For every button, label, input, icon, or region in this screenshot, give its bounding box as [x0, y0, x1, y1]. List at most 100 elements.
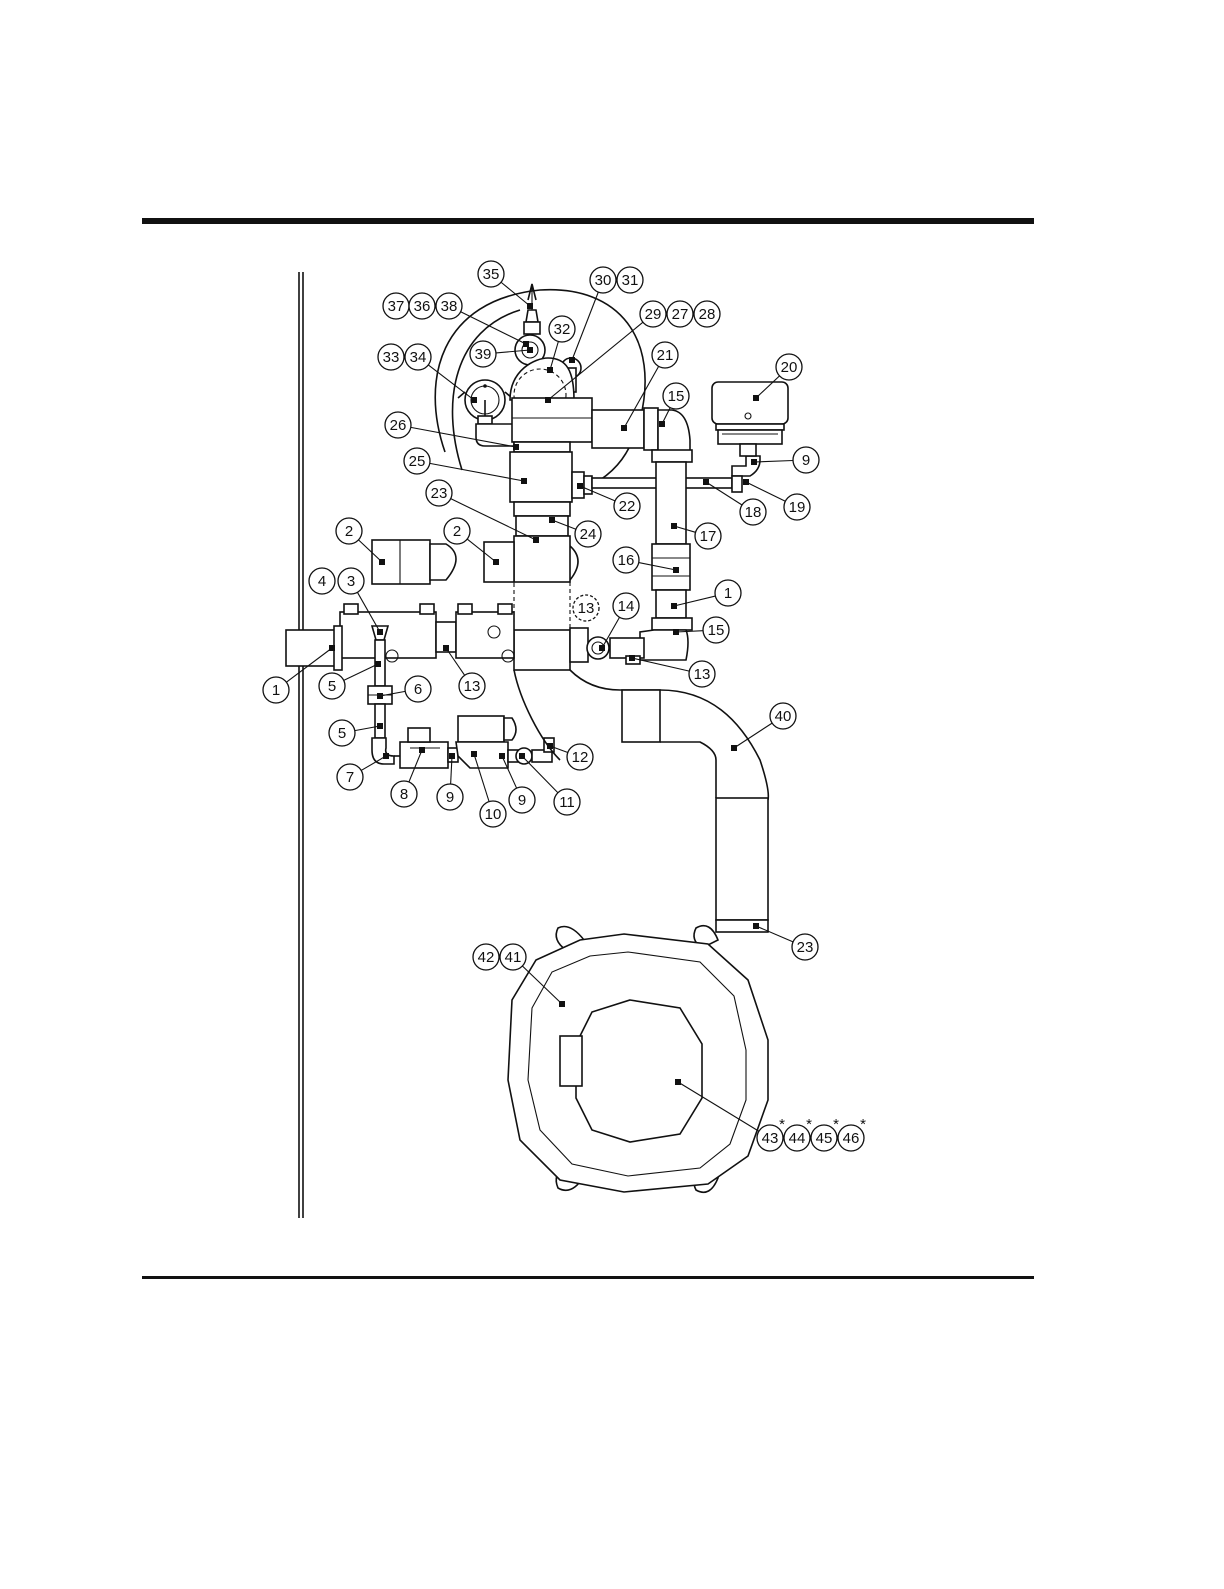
callout-c9c: 9 — [509, 787, 535, 813]
callout-label-c3: 3 — [347, 573, 355, 590]
asterisk-c43: * — [779, 1116, 785, 1133]
callout-c28: 28 — [694, 301, 720, 327]
leader-dot-c17 — [671, 523, 677, 529]
callout-c22: 22 — [614, 493, 640, 519]
callout-c23a: 23 — [426, 480, 452, 506]
leader-dot-c19 — [743, 479, 749, 485]
callout-label-c15a: 15 — [668, 388, 685, 405]
leader-dot-c10 — [471, 751, 477, 757]
callout-c3: 3 — [338, 568, 364, 594]
callout-c29: 29 — [640, 301, 666, 327]
callout-c40: 40 — [770, 703, 796, 729]
callout-c38: 38 — [436, 293, 462, 319]
leader-dot-c24 — [549, 517, 555, 523]
callout-label-c10: 10 — [485, 806, 502, 823]
leader-dot-c9b — [449, 753, 455, 759]
callout-label-c5a: 5 — [328, 678, 336, 695]
callout-label-c6: 6 — [414, 681, 422, 698]
leader-dot-c2a — [379, 559, 385, 565]
leader-dot-c39 — [527, 347, 533, 353]
callout-c45: 45* — [811, 1116, 839, 1151]
callout-label-c44: 44 — [789, 1130, 806, 1147]
callout-c1b: 1 — [715, 580, 741, 606]
bottom-rule — [142, 1276, 1034, 1279]
top-rule — [142, 218, 1034, 224]
asterisk-c46: * — [860, 1116, 866, 1133]
callout-label-c17: 17 — [700, 528, 717, 545]
callout-c24: 24 — [575, 521, 601, 547]
callout-label-c25: 25 — [409, 453, 426, 470]
asterisk-c45: * — [833, 1116, 839, 1133]
leader-dot-c41 — [559, 1001, 565, 1007]
callout-label-c23b: 23 — [797, 939, 814, 956]
callout-label-c13c: 13 — [694, 666, 711, 683]
callout-c19: 19 — [784, 494, 810, 520]
callout-label-c19: 19 — [789, 499, 806, 516]
leader-dot-c1b — [671, 603, 677, 609]
callout-c2b: 2 — [444, 518, 470, 544]
leader-dot-c30 — [569, 357, 575, 363]
callout-label-c27: 27 — [672, 306, 689, 323]
callout-c8: 8 — [391, 781, 417, 807]
leader-dot-c11 — [519, 753, 525, 759]
callout-label-c9c: 9 — [518, 792, 526, 809]
callout-label-c5b: 5 — [338, 725, 346, 742]
callout-label-c2a: 2 — [345, 523, 353, 540]
callout-c2a: 2 — [336, 518, 362, 544]
leader-dot-c43 — [675, 1079, 681, 1085]
callout-c31: 31 — [617, 267, 643, 293]
callout-label-c28: 28 — [699, 306, 716, 323]
drawing-geometry — [286, 284, 788, 1192]
callout-c39: 39 — [470, 341, 496, 367]
callout-label-c42: 42 — [478, 949, 495, 966]
callout-c6: 6 — [405, 676, 431, 702]
leader-dot-c18 — [703, 479, 709, 485]
leader-dot-c29 — [545, 397, 551, 403]
leader-dot-c2b — [493, 559, 499, 565]
callout-c13c: 13 — [689, 661, 715, 687]
leader-dot-c1a — [329, 645, 335, 651]
leader-dot-c20 — [753, 395, 759, 401]
callout-label-c11: 11 — [559, 794, 575, 811]
callout-c15a: 15 — [663, 383, 689, 409]
callout-label-c8: 8 — [400, 786, 408, 803]
callout-label-c22: 22 — [619, 498, 636, 515]
leader-dot-c6 — [377, 693, 383, 699]
leader-dot-c15b — [673, 629, 679, 635]
callout-label-c26: 26 — [390, 417, 407, 434]
callout-c36: 36 — [409, 293, 435, 319]
callout-label-c29: 29 — [645, 306, 662, 323]
leader-line-c19 — [746, 482, 785, 501]
callout-label-c14: 14 — [618, 598, 635, 615]
callout-c34: 34 — [405, 344, 431, 370]
callout-c21: 21 — [652, 342, 678, 368]
callout-label-c9b: 9 — [446, 789, 454, 806]
callout-c14: 14 — [613, 593, 639, 619]
callout-c23b: 23 — [792, 934, 818, 960]
callout-label-c39: 39 — [475, 346, 492, 363]
leader-dot-c9a — [751, 459, 757, 465]
leader-dot-c23b — [753, 923, 759, 929]
callout-c10: 10 — [480, 801, 506, 827]
leader-dot-c15a — [659, 421, 665, 427]
callout-c15b: 15 — [703, 617, 729, 643]
callout-c30: 30 — [590, 267, 616, 293]
callout-c9a: 9 — [793, 447, 819, 473]
callout-c13a: 13 — [573, 595, 599, 621]
leader-dot-c32 — [547, 367, 553, 373]
callout-c18: 18 — [740, 499, 766, 525]
callout-c11: 11 — [554, 789, 580, 815]
callout-label-c16: 16 — [618, 552, 635, 569]
callout-label-c18: 18 — [745, 504, 762, 521]
callout-label-c4: 4 — [318, 573, 326, 590]
leader-dot-c12 — [547, 743, 553, 749]
leader-line-c38 — [461, 312, 526, 344]
leader-dot-c9c — [499, 753, 505, 759]
leader-dot-c7 — [383, 753, 389, 759]
leader-dot-c5b — [377, 723, 383, 729]
callout-label-c35: 35 — [483, 266, 500, 283]
callout-label-c21: 21 — [657, 347, 674, 364]
callout-label-c43: 43 — [762, 1130, 779, 1147]
